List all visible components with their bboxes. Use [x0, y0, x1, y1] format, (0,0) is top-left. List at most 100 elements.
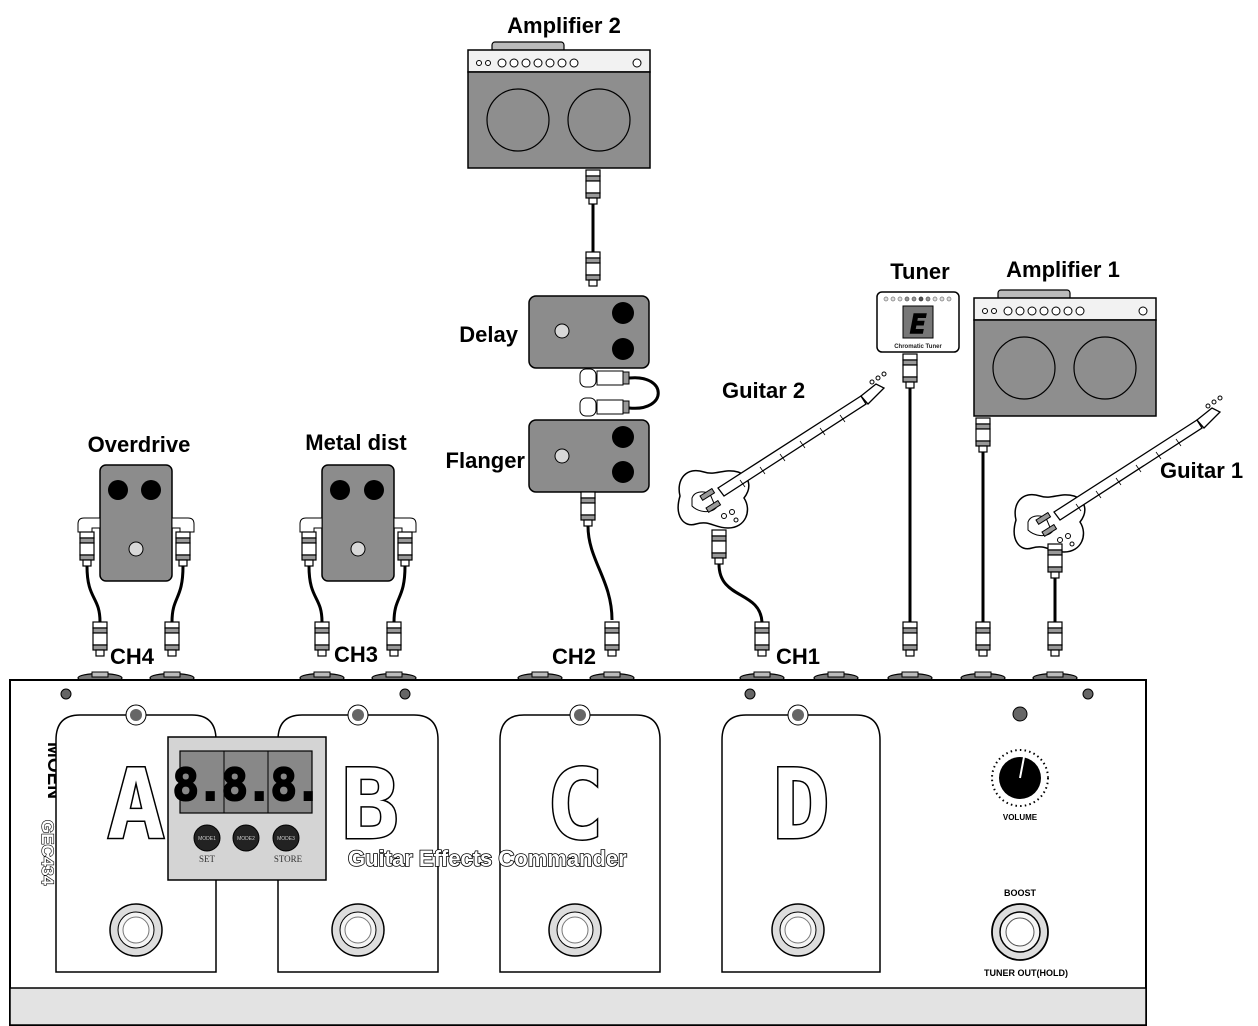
jack-metal-dist-in: [397, 531, 413, 567]
footswitch-b-cap-icon: [344, 916, 372, 944]
patch-plug: [77, 517, 101, 533]
channel-led-a-icon: [130, 709, 142, 721]
tuner-led-icon: [904, 296, 910, 302]
guitar-1-label: Guitar 1: [1160, 458, 1243, 483]
status-led-icon: [1012, 706, 1028, 722]
volume-pointer-icon: [1019, 756, 1025, 779]
jack-amp-out: [975, 621, 991, 657]
jack-tuner-out: [902, 621, 918, 657]
patch-plug: [579, 397, 597, 417]
patch-plug: [299, 517, 323, 533]
amplifier-2: [467, 41, 651, 169]
cable-ch4-return: [170, 565, 185, 623]
footswitch-panel-c: [499, 714, 661, 973]
tuner-led-icon: [932, 296, 938, 302]
jack-overdrive-in: [175, 531, 191, 567]
metal-dist-pedal: [321, 464, 395, 582]
jack-flanger-in: [580, 491, 596, 527]
jack-ch1: [754, 621, 770, 657]
volume-label: VOLUME: [1003, 813, 1038, 822]
cable-ch4-send: [85, 565, 102, 623]
tuner-led-icon: [946, 296, 952, 302]
model-name: GEC434: [38, 820, 57, 886]
screw-icon: [399, 688, 411, 700]
jack-guitar2-out: [711, 529, 727, 565]
flanger-knob-icon: [612, 461, 634, 483]
footswitch-letter-b: B: [341, 749, 399, 861]
patch-plug: [393, 517, 417, 533]
cable-ch3-return: [392, 565, 407, 623]
channel-label-ch2: CH2: [552, 644, 596, 669]
channel-led-d-icon: [792, 709, 804, 721]
metal-dist-knob-icon: [364, 480, 384, 500]
tuner-caption: Chromatic Tuner: [894, 344, 942, 350]
tuner-led-icon: [890, 296, 896, 302]
patch-plug: [622, 400, 630, 414]
patch-plug: [171, 517, 195, 533]
channel-label-ch3: CH3: [334, 642, 378, 667]
tuner-display: [902, 305, 934, 339]
cable-flanger-to-delay: [628, 376, 660, 410]
tuner-led-icon: [918, 296, 924, 302]
tuner-led-icon: [911, 296, 917, 302]
overdrive-knob-icon: [141, 480, 161, 500]
patch-plug: [579, 368, 597, 388]
flanger-knob-icon: [612, 426, 634, 448]
tuner-led-icon: [925, 296, 931, 302]
cable-ch3-send: [307, 565, 324, 623]
tuner-led-icon: [897, 296, 903, 302]
commander-title: Guitar Effects Commander: [348, 846, 627, 871]
cable-ch1-to-guitar2: [717, 563, 764, 623]
mode1-button[interactable]: [193, 824, 221, 852]
screw-icon: [60, 688, 72, 700]
amplifier-2-label: Amplifier 2: [507, 13, 621, 38]
mode3-label: MODE3: [277, 836, 295, 842]
footswitch-a-cap-icon: [122, 916, 150, 944]
jack-ch4-send: [92, 621, 108, 657]
mode3-button[interactable]: [272, 824, 300, 852]
seven-segment-display: [179, 750, 313, 814]
jack-ch2: [604, 621, 620, 657]
channel-label-ch1: CH1: [776, 644, 820, 669]
patch-plug: [596, 370, 624, 386]
boost-footswitch-cap-icon: [1005, 917, 1035, 947]
patch-plug: [622, 371, 630, 385]
footswitch-d-cap-icon: [784, 916, 812, 944]
metal-dist-label: Metal dist: [305, 430, 407, 455]
jack-overdrive-out: [79, 531, 95, 567]
delay-label: Delay: [459, 322, 518, 347]
overdrive-led-icon: [128, 541, 144, 557]
cable-ch2-to-flanger: [586, 525, 614, 621]
delay-knob-icon: [612, 338, 634, 360]
jack-ch3-send: [314, 621, 330, 657]
jack-ch4-return: [164, 621, 180, 657]
set-label: SET: [199, 854, 216, 864]
delay-knob-icon: [612, 302, 634, 324]
overdrive-label: Overdrive: [88, 432, 191, 457]
tuner-out-label: TUNER OUT(HOLD): [984, 968, 1068, 978]
mode2-button[interactable]: [232, 824, 260, 852]
tuner-note: E: [910, 310, 926, 340]
channel-label-ch4: CH4: [110, 644, 155, 669]
delay-led-icon: [554, 323, 570, 339]
metal-dist-led-icon: [350, 541, 366, 557]
jack-delay-out: [585, 251, 601, 287]
footswitch-panel-d: [721, 714, 881, 973]
jack-amp2-in: [585, 169, 601, 205]
footswitch-c-cap-icon: [561, 916, 589, 944]
footswitch-letter-d: D: [772, 749, 830, 861]
channel-led-b-icon: [352, 709, 364, 721]
jack-metal-dist-out: [301, 531, 317, 567]
overdrive-pedal: [99, 464, 173, 582]
jack-ch3-return: [386, 621, 402, 657]
patch-plug: [596, 399, 624, 415]
overdrive-knob-icon: [108, 480, 128, 500]
mode1-label: MODE1: [198, 836, 216, 842]
tuner-label: Tuner: [890, 259, 950, 284]
amplifier-1: [973, 289, 1157, 417]
screw-icon: [1082, 688, 1094, 700]
footswitch-letter-c: C: [546, 749, 604, 861]
channel-led-c-icon: [574, 709, 586, 721]
jack-amp1-in: [975, 417, 991, 453]
